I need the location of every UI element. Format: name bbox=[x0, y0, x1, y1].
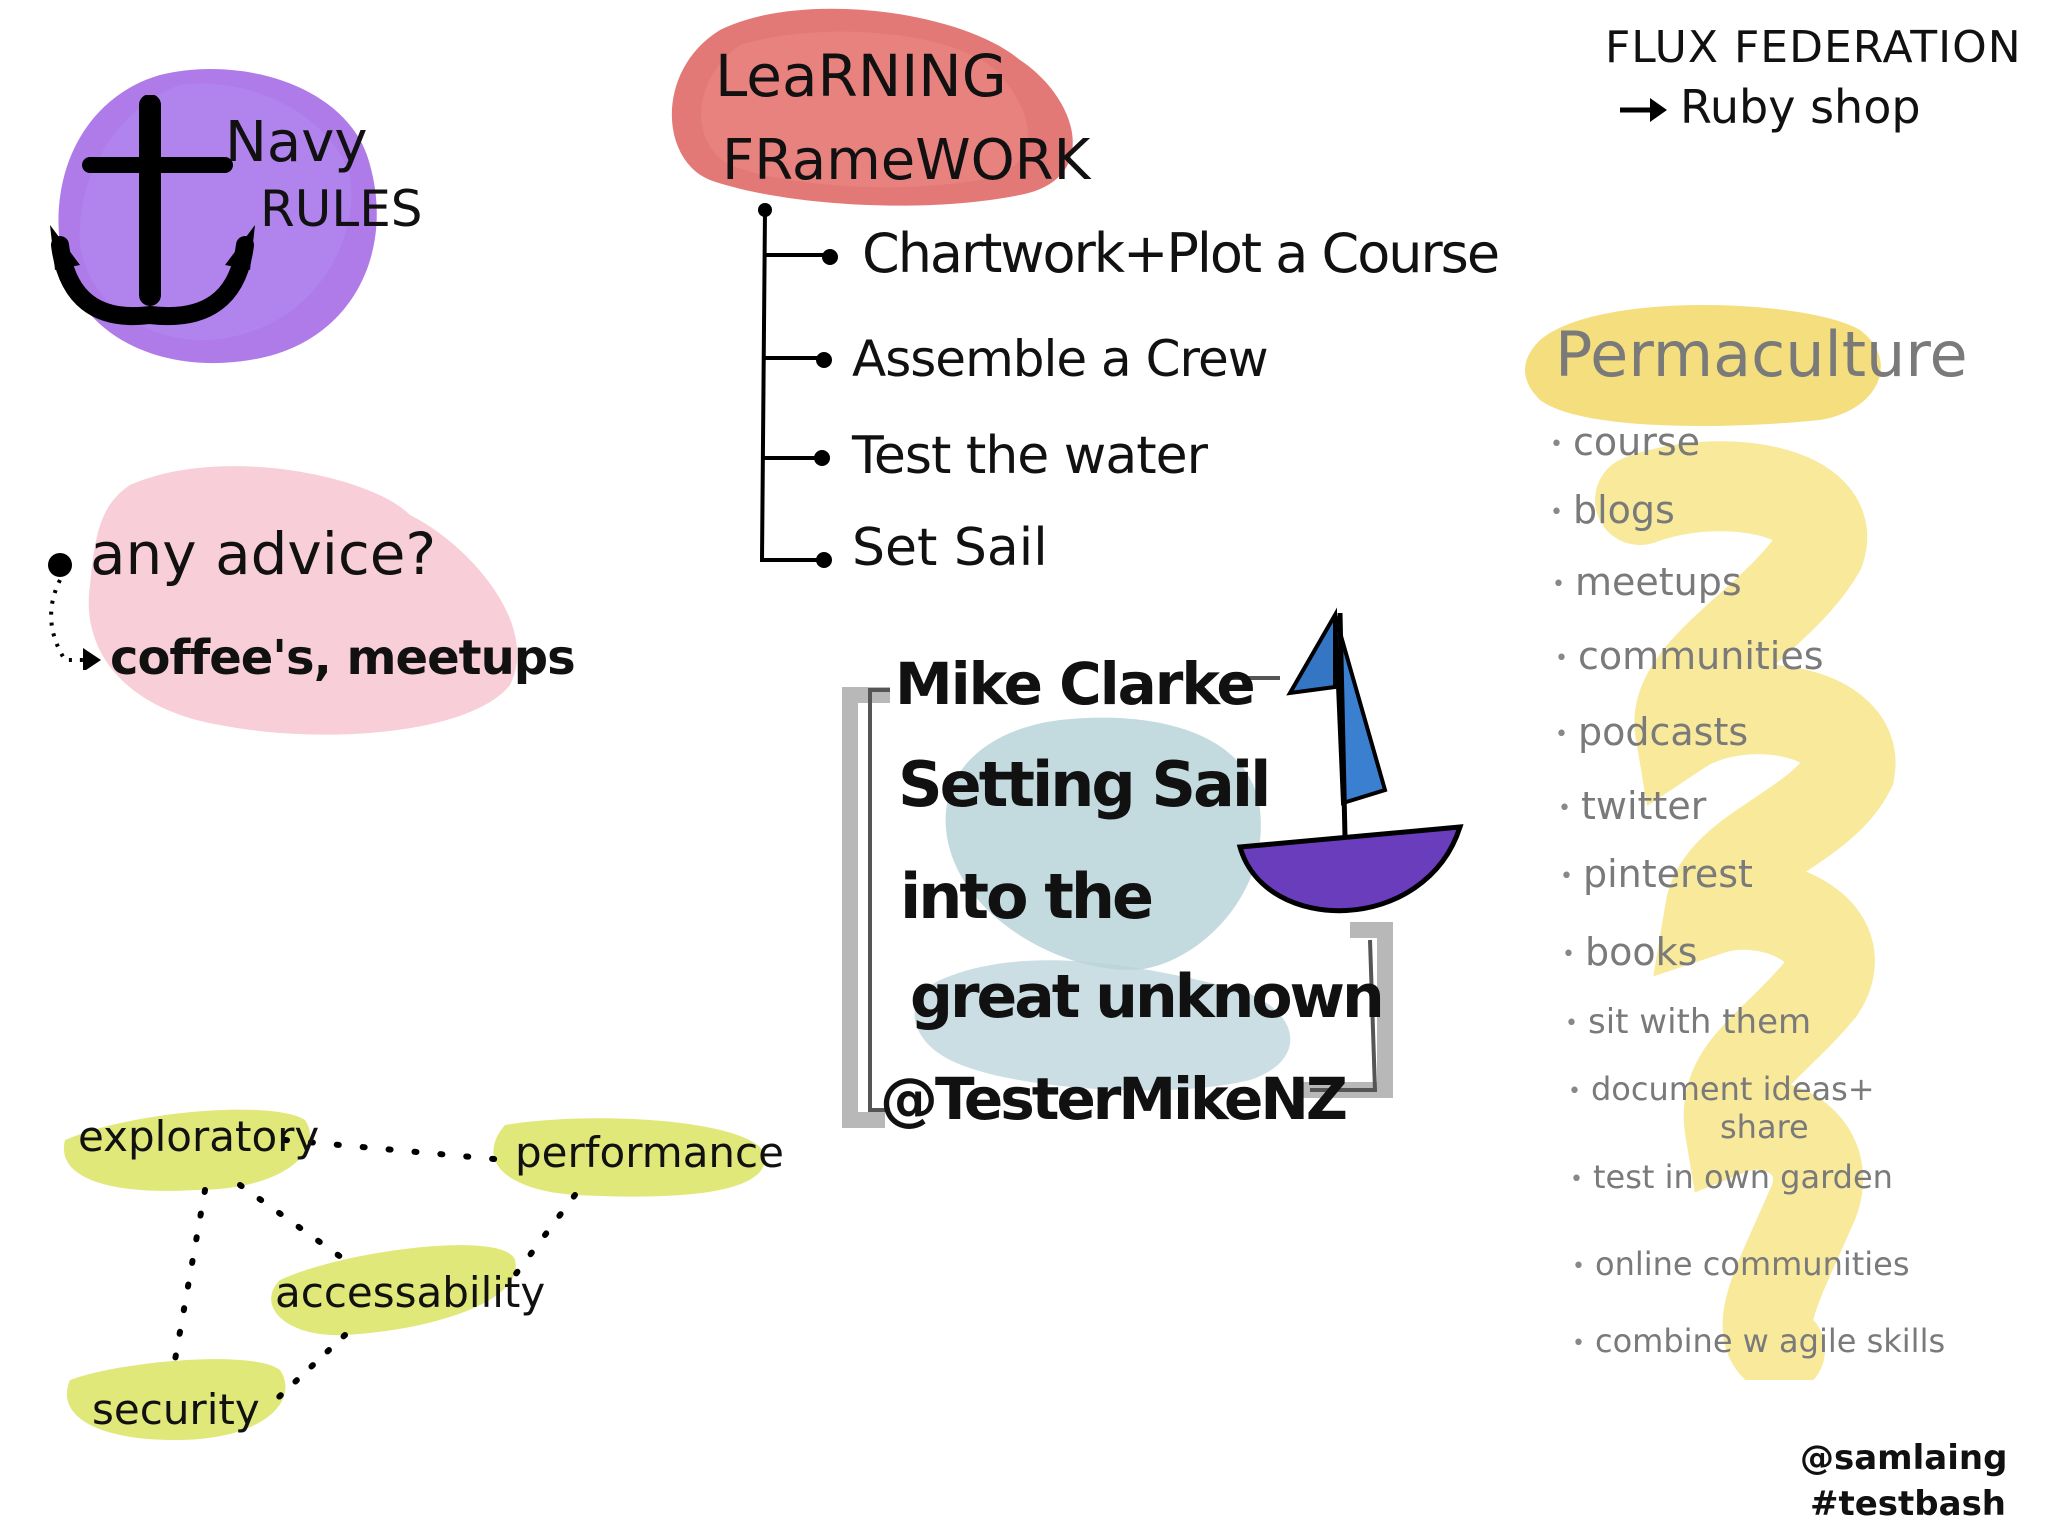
talk-title-line3: great unknown bbox=[910, 962, 1385, 1032]
credit-author: @samlaing bbox=[1800, 1438, 2008, 1478]
permaculture-item: twitter bbox=[1558, 784, 1706, 828]
advice-blob bbox=[88, 466, 518, 735]
permaculture-item: document ideas+ bbox=[1568, 1070, 1875, 1108]
permaculture-item: pinterest bbox=[1560, 852, 1753, 896]
permaculture-item: online communities bbox=[1572, 1245, 1910, 1283]
talk-speaker: Mike Clarke bbox=[895, 650, 1256, 718]
permaculture-title: Permaculture bbox=[1555, 318, 1968, 391]
navy-title-line2: RULES bbox=[260, 180, 423, 238]
advice-question: any advice? bbox=[90, 520, 437, 588]
testing-security: security bbox=[92, 1385, 260, 1434]
learning-title-line1: LeaRNING bbox=[715, 42, 1007, 110]
testing-accessability: accessability bbox=[275, 1268, 546, 1317]
navy-title-line1: Navy bbox=[225, 110, 368, 175]
credit-tag: #testbash bbox=[1810, 1484, 2007, 1524]
learning-item-3: Test the water bbox=[852, 426, 1208, 486]
learning-blob bbox=[671, 8, 1073, 206]
flux-line1: FLUX FEDERATION bbox=[1605, 22, 2022, 73]
permaculture-item: sit with them bbox=[1565, 1002, 1811, 1042]
talk-frame bbox=[842, 676, 1393, 1128]
permaculture-item: meetups bbox=[1552, 560, 1742, 604]
advice-dotted-arrow bbox=[48, 553, 101, 670]
testing-performance: performance bbox=[515, 1128, 784, 1177]
testing-exploratory: exploratory bbox=[78, 1112, 320, 1161]
advice-answer: coffee's, meetups bbox=[110, 630, 576, 686]
learning-item-1: Chartwork+Plot a Course bbox=[862, 222, 1500, 285]
permaculture-item: test in own garden bbox=[1570, 1158, 1893, 1196]
flux-line2: Ruby shop bbox=[1680, 80, 1921, 134]
talk-title-line1: Setting Sail bbox=[898, 748, 1271, 821]
learning-item-4: Set Sail bbox=[852, 518, 1048, 578]
permaculture-item: blogs bbox=[1550, 488, 1675, 532]
anchor-icon bbox=[50, 95, 255, 326]
talk-title-line2: into the bbox=[900, 860, 1154, 933]
learning-title-line2: FRameWORK bbox=[722, 128, 1091, 193]
permaculture-item: podcasts bbox=[1555, 710, 1748, 754]
permaculture-item: communities bbox=[1555, 634, 1824, 678]
sailboat-icon bbox=[1236, 607, 1464, 914]
permaculture-item: course bbox=[1550, 420, 1700, 464]
testing-types-graph bbox=[63, 1109, 766, 1440]
permaculture-item: combine w agile skills bbox=[1572, 1322, 1945, 1360]
permaculture-item: books bbox=[1562, 930, 1697, 974]
learning-tree-lines bbox=[758, 203, 838, 568]
permaculture-share: share bbox=[1720, 1108, 1809, 1146]
talk-handle: @TesterMikeNZ bbox=[880, 1065, 1348, 1133]
arrow-right-icon bbox=[1620, 98, 1667, 122]
navy-rules-group: Navy RULES bbox=[50, 55, 423, 375]
learning-item-2: Assemble a Crew bbox=[852, 330, 1269, 388]
